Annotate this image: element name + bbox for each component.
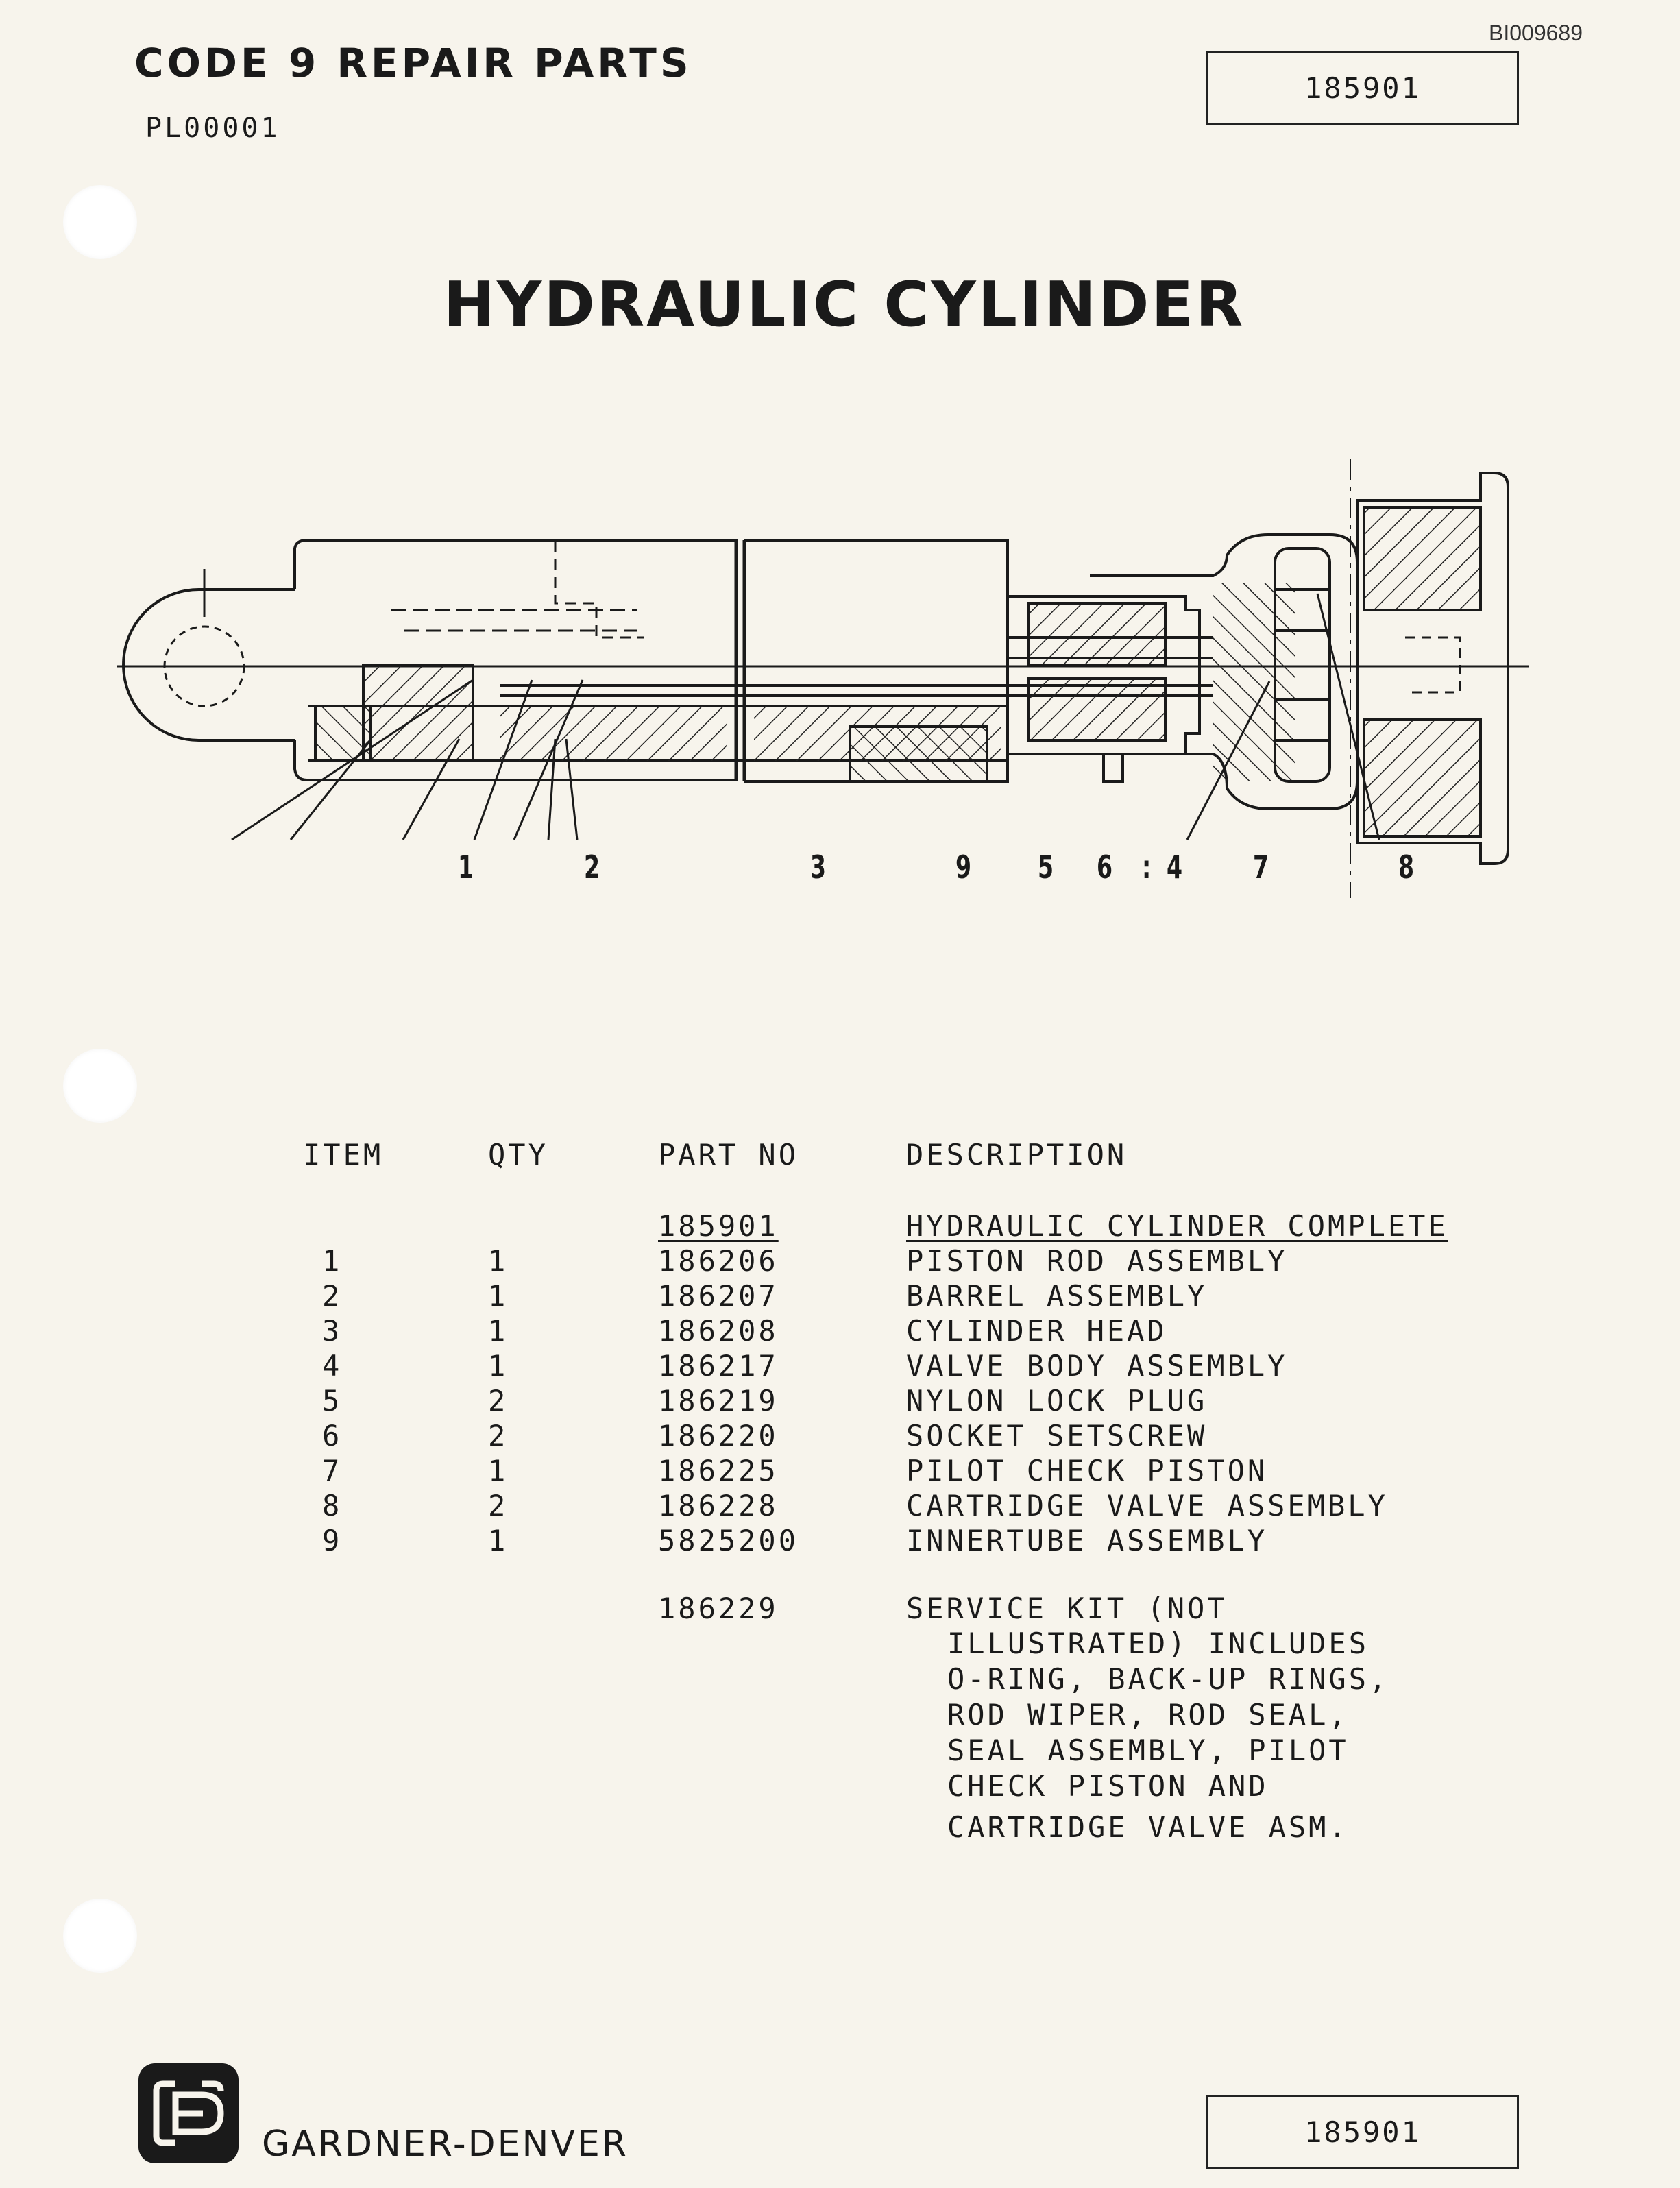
binder-hole: [63, 1899, 137, 1973]
item-cell: 9: [322, 1524, 343, 1557]
item-cell: 7: [322, 1454, 343, 1487]
header-description: DESCRIPTION: [906, 1138, 1128, 1171]
service-kit-line: CARTRIDGE VALVE ASM.: [947, 1810, 1349, 1844]
item-cell: 5: [322, 1384, 343, 1418]
part-no-cell: 5825200: [658, 1524, 799, 1557]
item-cell: 8: [322, 1489, 343, 1522]
qty-cell: 1: [488, 1349, 509, 1383]
callout-5: 5: [1038, 849, 1054, 886]
part-number-box-top-value: 185901: [1304, 71, 1421, 105]
service-kit-line: ILLUSTRATED) INCLUDES: [947, 1627, 1369, 1660]
part-no-cell: 186207: [658, 1279, 779, 1313]
description-cell: PISTON ROD ASSEMBLY: [906, 1244, 1288, 1278]
binder-hole: [63, 1049, 137, 1123]
description-cell: INNERTUBE ASSEMBLY: [906, 1524, 1268, 1557]
service-kit-line: O-RING, BACK-UP RINGS,: [947, 1662, 1389, 1696]
description-cell: VALVE BODY ASSEMBLY: [906, 1349, 1288, 1383]
page-title: HYDRAULIC CYLINDER: [443, 269, 1245, 341]
header-qty: QTY: [488, 1138, 548, 1171]
item-cell: 1: [322, 1244, 343, 1278]
part-no-cell: 186217: [658, 1349, 779, 1383]
description-cell: PILOT CHECK PISTON: [906, 1454, 1268, 1487]
part-no-cell: 186228: [658, 1489, 779, 1522]
parts-list-code: PL00001: [145, 112, 280, 144]
callout-9: 9: [955, 849, 972, 886]
qty-cell: 1: [488, 1279, 509, 1313]
qty-cell: 1: [488, 1314, 509, 1348]
document-id: BI009689: [1488, 21, 1583, 45]
gardner-denver-logo-icon: [138, 2063, 239, 2163]
part-no-cell: 186206: [658, 1244, 779, 1278]
callout-6: 6: [1097, 849, 1113, 886]
description-cell: NYLON LOCK PLUG: [906, 1384, 1208, 1418]
qty-cell: 2: [488, 1384, 509, 1418]
brand-name: GARDNER-DENVER: [262, 2124, 629, 2165]
service-kit-line: SERVICE KIT (NOT: [906, 1592, 1228, 1625]
part-no-cell: 186219: [658, 1384, 779, 1418]
part-no-cell: 186220: [658, 1419, 779, 1452]
callout-4: 4: [1167, 849, 1183, 886]
part-no-cell: 186225: [658, 1454, 779, 1487]
qty-cell: 1: [488, 1454, 509, 1487]
header-title: CODE 9 REPAIR PARTS: [134, 40, 692, 86]
header-part-no: PART NO: [658, 1138, 799, 1171]
assembly-description: HYDRAULIC CYLINDER COMPLETE: [906, 1209, 1448, 1243]
binder-hole: [63, 185, 137, 259]
assembly-part-no: 185901: [658, 1209, 779, 1243]
part-number-box-bottom-value: 185901: [1304, 2115, 1421, 2149]
item-cell: 2: [322, 1279, 343, 1313]
description-cell: CYLINDER HEAD: [906, 1314, 1167, 1348]
header-item: ITEM: [303, 1138, 384, 1171]
part-number-box-top: 185901: [1206, 51, 1519, 125]
callout-8: 8: [1398, 849, 1415, 886]
hydraulic-cylinder-diagram: [117, 459, 1529, 898]
description-cell: CARTRIDGE VALVE ASSEMBLY: [906, 1489, 1388, 1522]
part-no-cell: 186208: [658, 1314, 779, 1348]
callout-separator: :: [1142, 849, 1152, 886]
part-number-box-bottom: 185901: [1206, 2095, 1519, 2169]
item-cell: 4: [322, 1349, 343, 1383]
service-kit-part-no: 186229: [658, 1592, 779, 1625]
description-cell: SOCKET SETSCREW: [906, 1419, 1208, 1452]
callout-3: 3: [810, 849, 827, 886]
qty-cell: 1: [488, 1244, 509, 1278]
callout-1: 1: [458, 849, 474, 886]
description-cell: BARREL ASSEMBLY: [906, 1279, 1208, 1313]
qty-cell: 2: [488, 1419, 509, 1452]
item-cell: 3: [322, 1314, 343, 1348]
item-cell: 6: [322, 1419, 343, 1452]
qty-cell: 2: [488, 1489, 509, 1522]
service-kit-line: SEAL ASSEMBLY, PILOT: [947, 1734, 1349, 1767]
qty-cell: 1: [488, 1524, 509, 1557]
callout-7: 7: [1253, 849, 1269, 886]
callout-2: 2: [584, 849, 600, 886]
service-kit-line: CHECK PISTON AND: [947, 1769, 1269, 1803]
service-kit-line: ROD WIPER, ROD SEAL,: [947, 1698, 1349, 1731]
